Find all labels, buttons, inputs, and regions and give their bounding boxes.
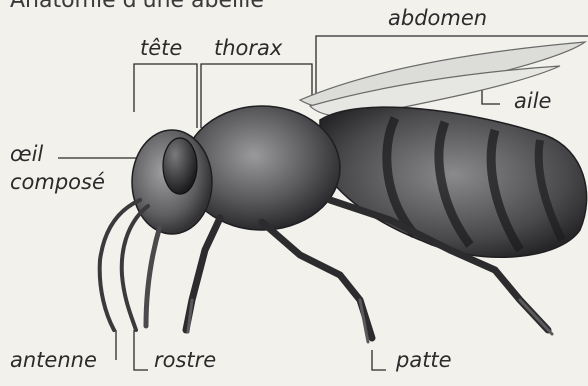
- label-tete: tête: [140, 38, 182, 59]
- compound-eye: [163, 138, 197, 194]
- abdomen-body: [320, 107, 587, 257]
- label-rostre: rostre: [154, 350, 216, 371]
- patte-leader: [372, 350, 386, 370]
- label-thorax: thorax: [214, 38, 282, 59]
- proboscis: [146, 226, 160, 326]
- antennae: [100, 200, 148, 330]
- label-abdomen: abdomen: [388, 8, 487, 29]
- label-oeil: œil: [10, 144, 43, 165]
- rostre-leader: [134, 330, 148, 370]
- label-patte: patte: [396, 350, 452, 371]
- label-antenne: antenne: [10, 350, 97, 371]
- label-aile: aile: [514, 91, 551, 112]
- label-compose: composé: [10, 172, 105, 193]
- tete-bracket: [134, 64, 197, 128]
